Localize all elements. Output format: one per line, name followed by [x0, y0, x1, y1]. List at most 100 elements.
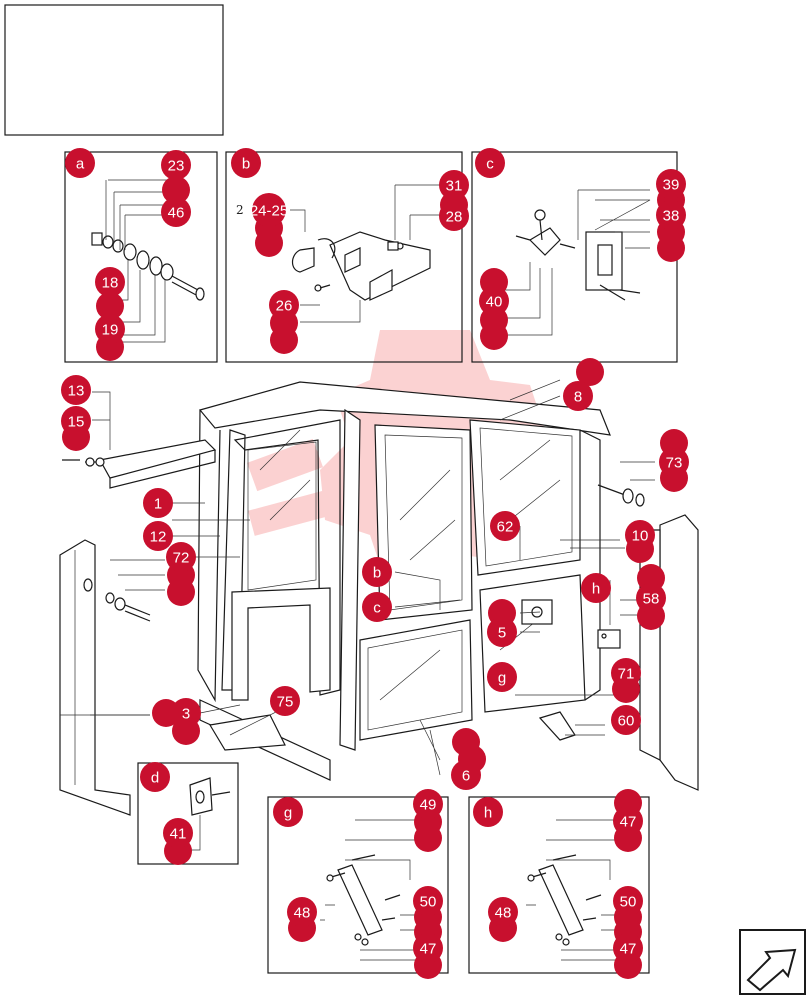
callout-62[interactable]: 62 [490, 511, 520, 541]
callout-48[interactable]: 48 [287, 897, 317, 927]
callout-circle[interactable] [61, 406, 91, 436]
callout-circle[interactable] [451, 760, 481, 790]
callout-circle[interactable] [269, 290, 299, 320]
callout-circle[interactable] [270, 686, 300, 716]
callout-40[interactable]: 40 [479, 286, 509, 316]
callout-circle[interactable] [163, 818, 193, 848]
callout-circle[interactable] [166, 542, 196, 572]
callout-12[interactable]: 12 [143, 521, 173, 551]
callout-47[interactable]: 47 [613, 806, 643, 836]
callout-circle[interactable] [143, 488, 173, 518]
callout-48[interactable]: 48 [488, 897, 518, 927]
callout-circle[interactable] [413, 933, 443, 963]
callout-label: a [76, 156, 85, 173]
callout-circle[interactable] [479, 286, 509, 316]
callout-b[interactable]: b [231, 148, 261, 178]
callout-circle[interactable] [656, 169, 686, 199]
stacked-badge-14 [576, 358, 604, 386]
callout-circle[interactable] [488, 897, 518, 927]
callout-5[interactable]: 5 [487, 617, 517, 647]
callout-circle[interactable] [611, 658, 641, 688]
callout-circle[interactable] [475, 148, 505, 178]
callout-10[interactable]: 10 [625, 520, 655, 550]
callout-circle[interactable] [656, 200, 686, 230]
callout-c[interactable]: c [475, 148, 505, 178]
callout-circle[interactable] [613, 806, 643, 836]
callout-circle[interactable] [362, 592, 392, 622]
callout-circle[interactable] [231, 148, 261, 178]
callout-circle[interactable] [413, 789, 443, 819]
callout-circle[interactable] [171, 698, 201, 728]
callout-circle[interactable] [143, 521, 173, 551]
callout-circle[interactable] [487, 662, 517, 692]
callout-58[interactable]: 58 [636, 583, 666, 613]
callout-circle[interactable] [487, 617, 517, 647]
callout-3[interactable]: 3 [171, 698, 201, 728]
callout-circle[interactable] [636, 583, 666, 613]
callout-d[interactable]: d [140, 762, 170, 792]
callout-41[interactable]: 41 [163, 818, 193, 848]
callout-circle[interactable] [287, 897, 317, 927]
callout-g[interactable]: g [487, 662, 517, 692]
callout-circle[interactable] [161, 150, 191, 180]
callout-circle[interactable] [563, 381, 593, 411]
callout-circle[interactable] [413, 886, 443, 916]
callout-c[interactable]: c [362, 592, 392, 622]
callout-18[interactable]: 18 [95, 267, 125, 297]
callout-b[interactable]: b [362, 557, 392, 587]
callout-24-25[interactable]: 24-25 [250, 193, 288, 227]
callout-39[interactable]: 39 [656, 169, 686, 199]
callout-38[interactable]: 38 [656, 200, 686, 230]
callout-circle[interactable] [659, 447, 689, 477]
callout-46[interactable]: 46 [161, 197, 191, 227]
callout-75[interactable]: 75 [270, 686, 300, 716]
callout-31[interactable]: 31 [439, 170, 469, 200]
next-page-arrow-icon[interactable] [739, 929, 806, 995]
callout-circle[interactable] [140, 762, 170, 792]
callout-circle[interactable] [439, 170, 469, 200]
bracket-assembly-b [290, 184, 440, 323]
callout-g[interactable]: g [273, 797, 303, 827]
callout-50[interactable]: 50 [613, 886, 643, 916]
callout-circle[interactable] [625, 520, 655, 550]
callout-circle[interactable] [95, 267, 125, 297]
callout-a[interactable]: a [65, 148, 95, 178]
callout-1[interactable]: 1 [143, 488, 173, 518]
callout-circle[interactable] [95, 314, 125, 344]
callout-71[interactable]: 71 [611, 658, 641, 688]
callout-8[interactable]: 8 [563, 381, 593, 411]
callout-circle[interactable] [439, 201, 469, 231]
callout-circle[interactable] [613, 886, 643, 916]
callout-23[interactable]: 23 [161, 150, 191, 180]
callout-circle[interactable] [252, 193, 286, 227]
callout-47[interactable]: 47 [413, 933, 443, 963]
callout-circle[interactable] [473, 797, 503, 827]
callout-19[interactable]: 19 [95, 314, 125, 344]
callout-72[interactable]: 72 [166, 542, 196, 572]
callout-6[interactable]: 6 [451, 760, 481, 790]
callout-circle[interactable] [490, 511, 520, 541]
callout-circle[interactable] [65, 148, 95, 178]
callout-circle[interactable] [273, 797, 303, 827]
callout-60[interactable]: 60 [611, 705, 641, 735]
callout-circle[interactable] [61, 375, 91, 405]
callout-h[interactable]: h [473, 797, 503, 827]
callout-13[interactable]: 13 [61, 375, 91, 405]
callout-26[interactable]: 26 [269, 290, 299, 320]
bracket-d [189, 777, 231, 851]
callout-circle[interactable] [362, 557, 392, 587]
callout-circle[interactable] [161, 197, 191, 227]
callout-h[interactable]: h [581, 573, 611, 603]
callout-50[interactable]: 50 [413, 886, 443, 916]
callout-label: 3 [182, 706, 190, 723]
callout-73[interactable]: 73 [659, 447, 689, 477]
callout-49[interactable]: 49 [413, 789, 443, 819]
callout-47[interactable]: 47 [613, 933, 643, 963]
callout-label: 13 [68, 383, 85, 400]
callout-28[interactable]: 28 [439, 201, 469, 231]
callout-circle[interactable] [581, 573, 611, 603]
callout-circle[interactable] [613, 933, 643, 963]
callout-circle[interactable] [611, 705, 641, 735]
callout-15[interactable]: 15 [61, 406, 91, 436]
